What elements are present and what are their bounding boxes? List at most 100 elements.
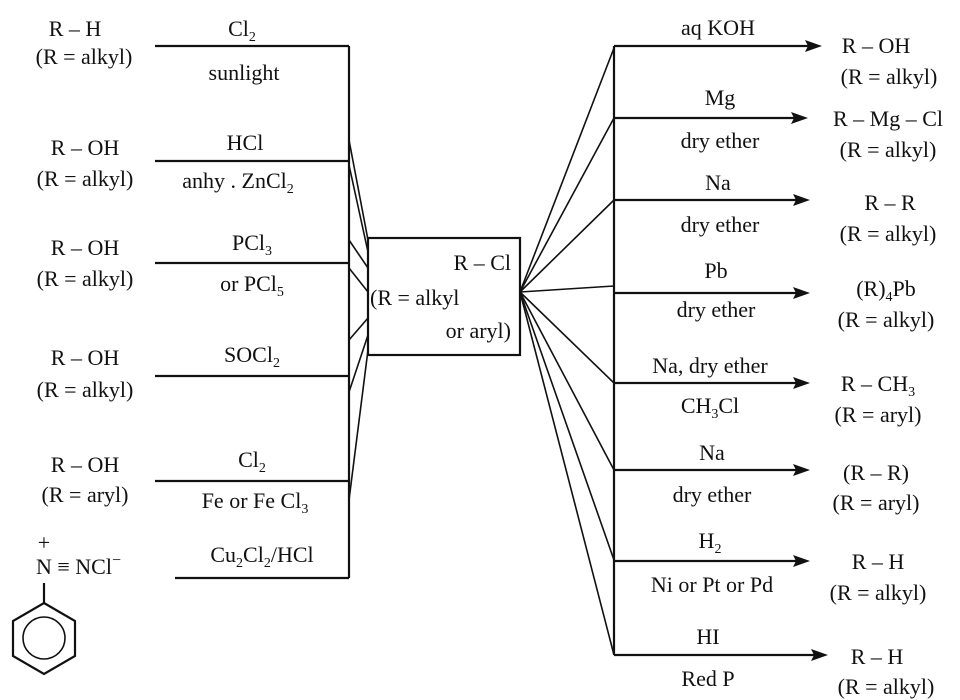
right-3-product: R – R (864, 190, 916, 215)
left-5-reagent-above: Cl2 (238, 447, 266, 476)
left-5-compound: R – OH (51, 452, 120, 477)
right-2-reagent-below: dry ether (681, 128, 760, 153)
left-1-compound: R – H (49, 16, 102, 41)
right-8-reagent-above: HI (696, 624, 719, 649)
right-7-reagent-above: H2 (699, 528, 722, 557)
right-1-product: R – OH (842, 33, 911, 58)
right-6-product: (R – R) (843, 460, 909, 485)
left-3-compound: R – OH (51, 235, 120, 260)
right-1-product-type: (R = alkyl) (841, 64, 938, 89)
left-1-reagent-below: sunlight (209, 60, 280, 85)
right-7-arrowhead (793, 555, 810, 567)
right-row-4: Pb dry ether (R)4Pb (R = alkyl) (614, 258, 934, 332)
benzene-ring (11, 601, 77, 676)
right-row-5: Na, dry ether CH3Cl R – CH3 (R = aryl) (614, 353, 921, 427)
right-row-8: HI Red P R – H (R = alkyl) (614, 624, 934, 699)
left-2-compound: R – OH (51, 135, 120, 160)
right-row-3: Na dry ether R – R (R = alkyl) (614, 170, 936, 246)
left-3-reagent-above: PCl3 (232, 230, 272, 259)
converge-line (348, 334, 369, 393)
fan-line (519, 199, 615, 293)
fan-line (519, 117, 615, 293)
center-type-line1: (R = alkyl (370, 285, 459, 310)
right-2-product-type: (R = alkyl) (840, 137, 937, 162)
right-5-arrowhead (793, 377, 810, 389)
right-8-arrowhead (811, 649, 828, 661)
converge-line (348, 267, 369, 293)
center-box (366, 236, 522, 357)
left-converge-lines (348, 139, 369, 501)
left-2-reagent-below: anhy . ZnCl2 (182, 168, 294, 197)
right-6-arrowhead (793, 464, 810, 476)
right-row-2: Mg dry ether R – Mg – Cl (R = alkyl) (614, 85, 943, 162)
right-5-reagent-below: CH3Cl (681, 393, 739, 422)
right-6-product-type: (R = aryl) (833, 490, 920, 515)
right-5-product-type: (R = aryl) (835, 402, 922, 427)
converge-line (348, 239, 369, 269)
center-formula: R – Cl (454, 250, 511, 275)
right-2-product: R – Mg – Cl (833, 106, 943, 131)
left-row-5: R – OH (R = aryl) Cl2 Fe or Fe Cl3 (42, 447, 349, 517)
right-4-product: (R)4Pb (856, 276, 916, 305)
right-2-arrowhead (791, 112, 808, 124)
benzene-ring-circle (22, 616, 66, 660)
right-4-reagent-above: Pb (704, 258, 727, 283)
left-4-compound: R – OH (51, 345, 120, 370)
fan-line (519, 47, 615, 293)
left-row-6: + N ≡ NCl− Cu2Cl2/HCl (11, 530, 349, 676)
right-6-reagent-below: dry ether (673, 482, 752, 507)
left-3-compound-type: (R = alkyl) (37, 266, 134, 291)
left-1-compound-type: (R = alkyl) (36, 44, 133, 69)
fan-line (519, 291, 615, 471)
left-2-compound-type: (R = alkyl) (37, 166, 134, 191)
converge-line (348, 317, 369, 341)
converge-line (348, 349, 369, 501)
right-3-reagent-below: dry ether (681, 212, 760, 237)
right-row-1: aq KOH R – OH (R = alkyl) (614, 15, 937, 89)
left-4-reagent-above: SOCl2 (224, 342, 280, 371)
right-4-reagent-below: dry ether (677, 297, 756, 322)
center-type-line2: or aryl) (446, 318, 511, 343)
left-3-reagent-below: or PCl5 (220, 271, 284, 300)
right-fan-lines (519, 47, 615, 656)
right-8-product-type: (R = alkyl) (838, 674, 935, 699)
right-1-arrowhead (805, 40, 822, 52)
right-7-product-type: (R = alkyl) (830, 580, 927, 605)
right-row-7: H2 Ni or Pt or Pd R – H (R = alkyl) (614, 528, 926, 605)
right-6-reagent-above: Na (699, 440, 725, 465)
right-2-reagent-above: Mg (705, 85, 736, 110)
left-row-2: R – OH (R = alkyl) HCl anhy . ZnCl2 (37, 130, 349, 197)
converge-line (348, 164, 369, 253)
left-5-compound-type: (R = aryl) (42, 482, 129, 507)
right-5-product: R – CH3 (841, 371, 915, 400)
left-4-compound-type: (R = alkyl) (37, 377, 134, 402)
right-8-reagent-below: Red P (681, 666, 734, 691)
left-1-reagent-above: Cl2 (228, 16, 256, 45)
right-row-6: Na dry ether (R – R) (R = aryl) (614, 440, 919, 515)
fan-line (519, 285, 615, 293)
left-row-4: R – OH (R = alkyl) SOCl2 (37, 342, 349, 402)
left-5-reagent-below: Fe or Fe Cl3 (202, 488, 309, 517)
right-7-product: R – H (852, 549, 905, 574)
left-2-reagent-above: HCl (227, 130, 264, 155)
diazonium-compound: N ≡ NCl− (36, 552, 121, 579)
right-4-product-type: (R = alkyl) (838, 307, 935, 332)
right-5-reagent-above: Na, dry ether (652, 353, 768, 378)
fan-line (519, 291, 615, 656)
right-4-arrowhead (793, 287, 810, 299)
right-3-arrowhead (793, 194, 810, 206)
center-compound: R – Cl (R = alkyl or aryl) (366, 236, 522, 357)
fan-line (519, 291, 615, 561)
right-3-product-type: (R = alkyl) (840, 221, 937, 246)
right-1-reagent-above: aq KOH (681, 15, 755, 40)
left-row-1: R – H (R = alkyl) Cl2 sunlight (36, 16, 349, 85)
right-3-reagent-above: Na (705, 170, 731, 195)
right-7-reagent-below: Ni or Pt or Pd (651, 572, 773, 597)
right-8-product: R – H (851, 644, 904, 669)
left-6-reagent-above: Cu2Cl2/HCl (210, 542, 313, 571)
diazonium-plus-charge: + (38, 530, 50, 555)
left-row-3: R – OH (R = alkyl) PCl3 or PCl5 (37, 230, 349, 300)
converge-line (348, 139, 369, 241)
fan-line (519, 291, 615, 384)
